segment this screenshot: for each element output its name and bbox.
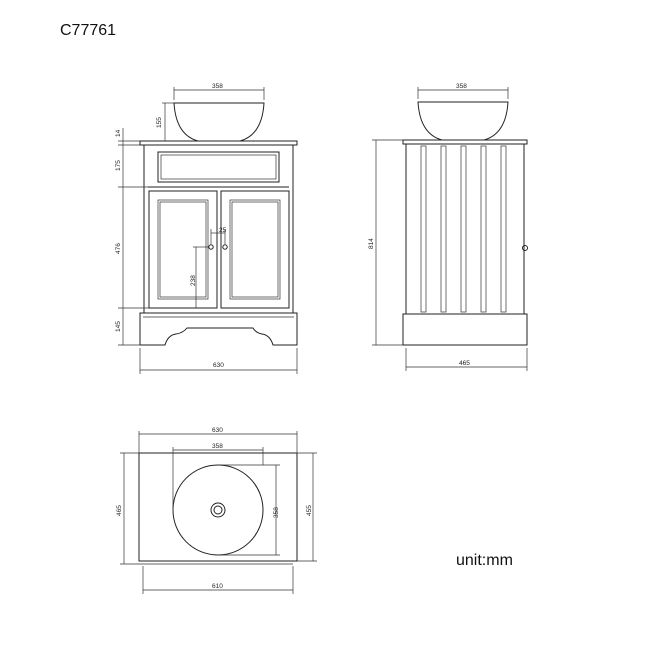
dim-front-door-height: 476 [115, 243, 122, 254]
dim-handle-spacing: 25 [219, 227, 227, 234]
side-knob [522, 245, 528, 251]
side-countertop [402, 139, 528, 145]
dim-front-basin-width: 358 [212, 83, 223, 90]
dim-side-basin-width: 358 [456, 83, 467, 90]
handle-right [222, 244, 228, 250]
dim-side-depth: 465 [459, 360, 470, 367]
side-view: 358 814 465 [368, 83, 528, 371]
dim-base-width: 610 [212, 583, 223, 590]
front-drawer [157, 151, 280, 183]
dim-front-drawer-height: 175 [115, 160, 122, 171]
dim-front-plinth-height: 145 [115, 321, 122, 332]
dim-front-basin-height: 155 [156, 117, 163, 128]
top-countertop [138, 452, 298, 562]
front-door-left [148, 190, 218, 309]
dim-top-basin-h: 358 [212, 443, 223, 450]
handle-left [208, 244, 214, 250]
unit-label: unit:mm [456, 552, 513, 569]
dim-top-depth-inner: 455 [306, 505, 313, 516]
top-basin [172, 464, 264, 556]
side-panelling [420, 145, 507, 313]
dim-top-basin-v: 358 [273, 507, 280, 518]
top-drain-inner [213, 505, 223, 515]
front-view: 358 155 14 175 476 145 25 238 630 [115, 83, 298, 374]
top-view: 630 358 358 465 455 610 [116, 427, 317, 594]
dim-front-total-width: 630 [213, 362, 224, 369]
dim-top-depth-outer: 465 [116, 505, 123, 516]
front-basin [173, 102, 265, 142]
side-basin [417, 101, 509, 141]
dim-handle-height: 238 [190, 275, 197, 286]
front-countertop [139, 140, 298, 146]
front-plinth [139, 312, 298, 346]
top-drain-outer [210, 502, 226, 518]
dim-front-top-thickness: 14 [115, 129, 122, 137]
dim-top-width: 630 [212, 427, 223, 434]
side-plinth [402, 313, 528, 346]
dim-side-total-height: 814 [368, 238, 375, 249]
front-door-right [220, 190, 290, 309]
product-code: C77761 [60, 22, 117, 39]
